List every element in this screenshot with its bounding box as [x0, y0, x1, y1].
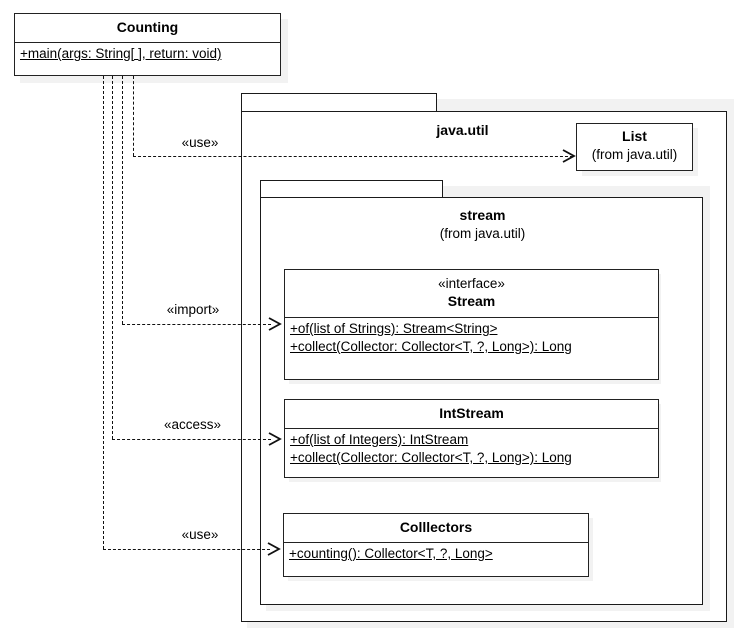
import-stream-arrowhead [268, 317, 282, 331]
collectors-class-separator [284, 542, 588, 543]
stream-class-stereotype: «interface» [438, 276, 505, 291]
use-list-arrowhead [562, 149, 576, 163]
use-list-vertical-segment [133, 76, 134, 156]
list-class-name: List [622, 128, 647, 144]
intstream-member-collect: +collect(Collector: Collector<T, ?, Long… [290, 450, 572, 465]
counting-class-members: +main(args: String[ ], return: void) [15, 43, 280, 75]
collectors-member-counting: +counting(): Collector<T, ?, Long> [289, 546, 493, 561]
collectors-class-name: Colllectors [399, 519, 473, 535]
import-stream-relation-label: «import» [166, 302, 220, 317]
counting-class-name: Counting [116, 19, 179, 35]
collectors-class-header: Colllectors [284, 514, 588, 542]
intstream-class-box[interactable]: IntStream +of(list of Integers): IntStre… [284, 399, 659, 478]
stream-package-sublabel: (from java.util) [439, 226, 526, 241]
use-collectors-horizontal-segment [103, 549, 270, 550]
use-collectors-relation-label: «use» [181, 527, 219, 542]
use-list-horizontal-segment [133, 156, 573, 157]
collectors-class-box[interactable]: Colllectors +counting(): Collector<T, ?,… [283, 513, 589, 577]
intstream-class-header: IntStream [285, 400, 658, 428]
use-collectors-vertical-segment [103, 76, 104, 549]
java-util-package-tab [241, 93, 437, 113]
java-util-package-label: java.util [436, 122, 489, 138]
access-intstream-relation-label: «access» [163, 417, 222, 432]
counting-class-box[interactable]: Counting +main(args: String[ ], return: … [14, 13, 281, 76]
import-stream-horizontal-segment [122, 324, 271, 325]
intstream-class-members: +of(list of Integers): IntStream +collec… [285, 429, 658, 477]
intstream-class-separator [285, 428, 658, 429]
list-class-sublabel: (from java.util) [591, 147, 678, 162]
stream-class-header: «interface» Stream [285, 270, 658, 317]
stream-member-of: +of(list of Strings): Stream<String> [290, 321, 498, 336]
collectors-class-members: +counting(): Collector<T, ?, Long> [284, 543, 588, 576]
counting-class-separator [15, 42, 280, 43]
use-collectors-arrowhead [267, 542, 281, 556]
list-class-box[interactable]: List (from java.util) [576, 123, 693, 171]
import-stream-vertical-segment [122, 76, 123, 324]
stream-package-label: stream [459, 207, 506, 223]
counting-class-header: Counting [15, 14, 280, 42]
intstream-class-name: IntStream [439, 405, 504, 421]
counting-member-main: +main(args: String[ ], return: void) [20, 46, 222, 61]
access-intstream-vertical-segment [112, 76, 113, 439]
intstream-member-of: +of(list of Integers): IntStream [290, 432, 469, 447]
use-list-relation-label: «use» [181, 135, 219, 150]
stream-class-box[interactable]: «interface» Stream +of(list of Strings):… [284, 269, 659, 380]
stream-member-collect: +collect(Collector: Collector<T, ?, Long… [290, 339, 572, 354]
list-class-header: List (from java.util) [577, 124, 692, 168]
access-intstream-arrowhead [268, 432, 282, 446]
stream-class-separator [285, 317, 658, 318]
access-intstream-horizontal-segment [112, 439, 271, 440]
stream-class-name: Stream [447, 293, 496, 309]
stream-class-members: +of(list of Strings): Stream<String> +co… [285, 318, 658, 379]
